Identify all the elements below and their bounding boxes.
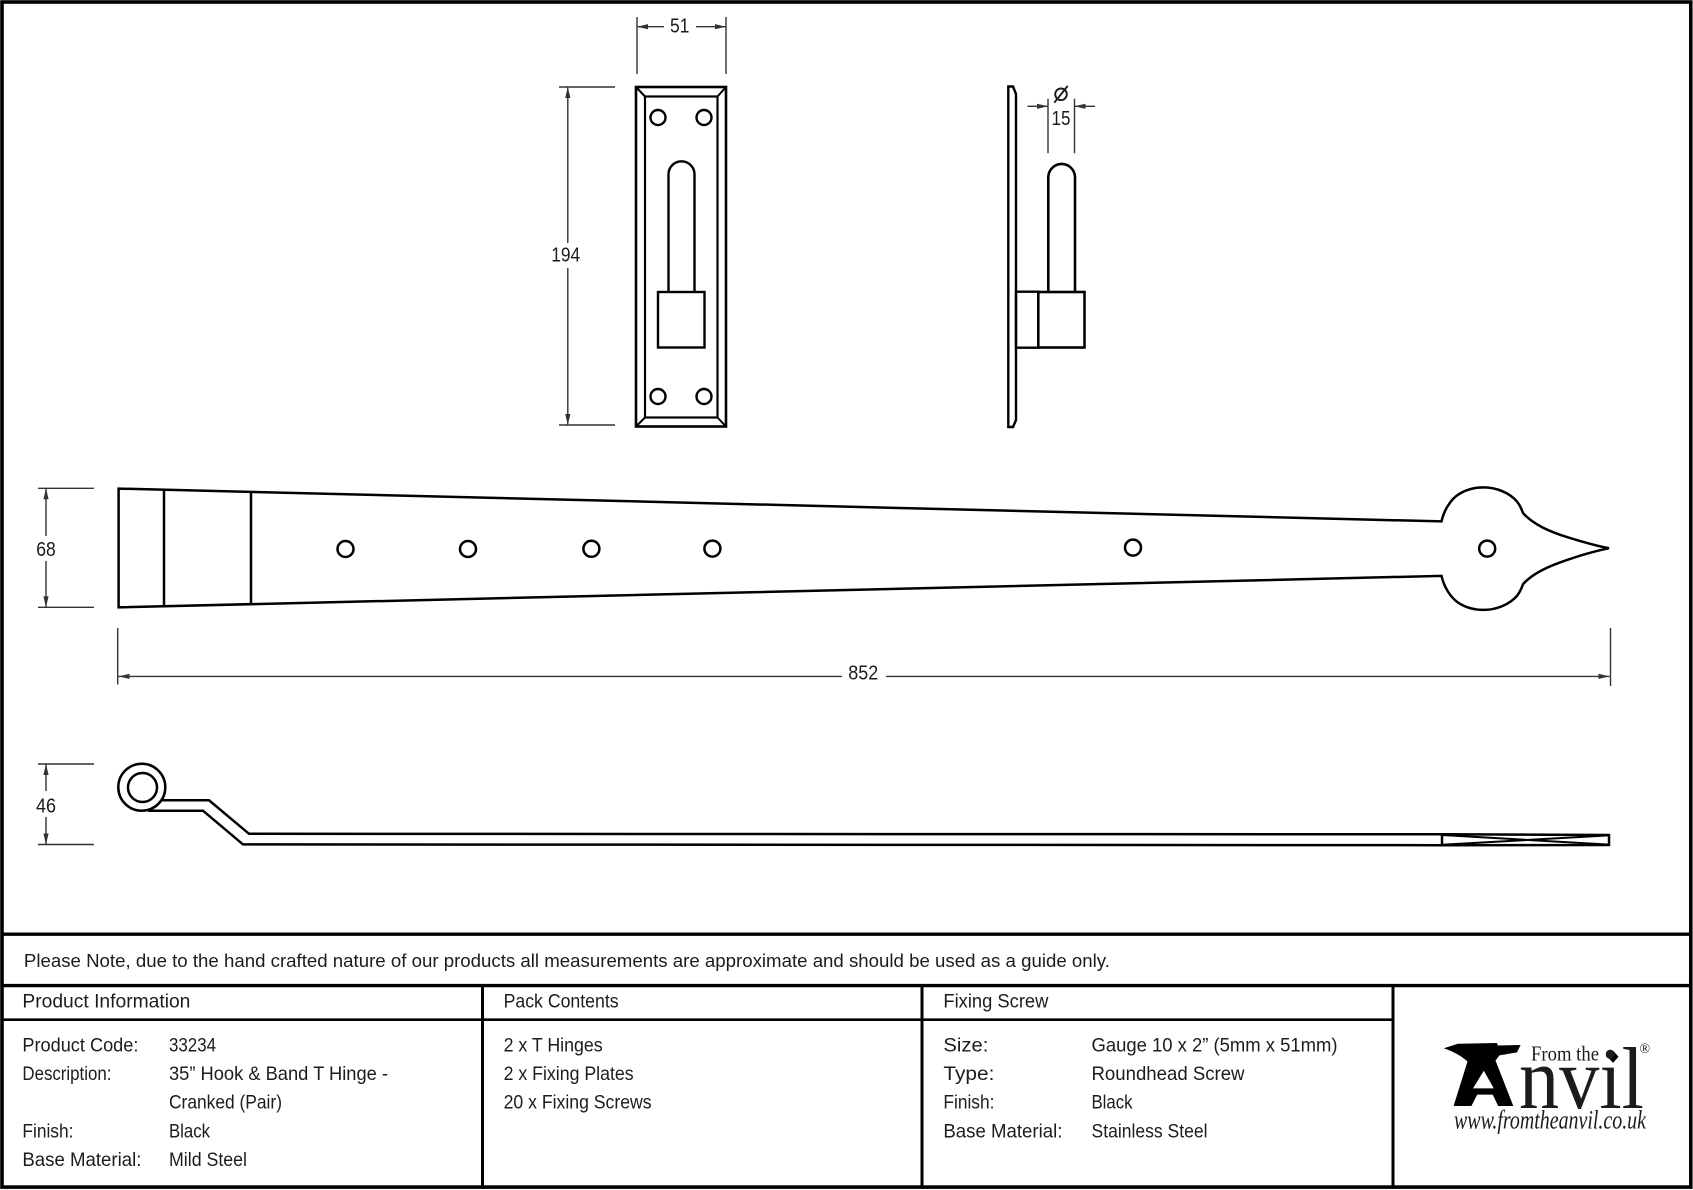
- svg-text:46: 46: [36, 796, 56, 818]
- svg-text:Description:: Description:: [22, 1063, 111, 1085]
- svg-text:®: ®: [1640, 1042, 1651, 1057]
- svg-text:Product Code:: Product Code:: [22, 1034, 138, 1056]
- svg-text:Base Material:: Base Material:: [22, 1149, 141, 1171]
- svg-text:Fixing Screw: Fixing Screw: [943, 991, 1049, 1013]
- svg-text:51: 51: [670, 15, 690, 37]
- svg-text:Roundhead Screw: Roundhead Screw: [1092, 1063, 1246, 1085]
- svg-text:2 x Fixing Plates: 2 x Fixing Plates: [504, 1063, 634, 1085]
- svg-text:20 x Fixing Screws: 20 x Fixing Screws: [504, 1092, 652, 1114]
- svg-text:Cranked (Pair): Cranked (Pair): [169, 1092, 282, 1114]
- svg-text:Size:: Size:: [943, 1034, 988, 1056]
- svg-text:852: 852: [848, 663, 878, 685]
- svg-text:nvil: nvil: [1519, 1031, 1644, 1128]
- svg-text:Finish:: Finish:: [22, 1120, 73, 1142]
- svg-text:Finish:: Finish:: [943, 1092, 994, 1114]
- svg-text:68: 68: [36, 539, 56, 561]
- svg-text:Gauge 10 x 2” (5mm x 51mm): Gauge 10 x 2” (5mm x 51mm): [1092, 1034, 1338, 1056]
- svg-text:Pack Contents: Pack Contents: [504, 991, 619, 1013]
- svg-text:Please Note, due to the hand c: Please Note, due to the hand crafted nat…: [24, 950, 1110, 971]
- svg-text:Black: Black: [169, 1120, 210, 1142]
- svg-text:33234: 33234: [169, 1034, 216, 1056]
- svg-text:2 x T Hinges: 2 x T Hinges: [504, 1034, 603, 1056]
- svg-text:15: 15: [1052, 108, 1071, 130]
- svg-text:Mild Steel: Mild Steel: [169, 1149, 247, 1171]
- svg-text:Stainless Steel: Stainless Steel: [1092, 1120, 1208, 1142]
- svg-text:35” Hook & Band T Hinge -: 35” Hook & Band T Hinge -: [169, 1063, 388, 1085]
- svg-text:From the: From the: [1531, 1042, 1599, 1066]
- svg-text:Type:: Type:: [943, 1063, 994, 1085]
- svg-text:Product Information: Product Information: [22, 991, 190, 1013]
- svg-text:194: 194: [551, 245, 580, 267]
- svg-text:Black: Black: [1092, 1092, 1133, 1114]
- svg-text:Base Material:: Base Material:: [943, 1120, 1062, 1142]
- svg-text:www.fromtheanvil.co.uk: www.fromtheanvil.co.uk: [1454, 1106, 1646, 1135]
